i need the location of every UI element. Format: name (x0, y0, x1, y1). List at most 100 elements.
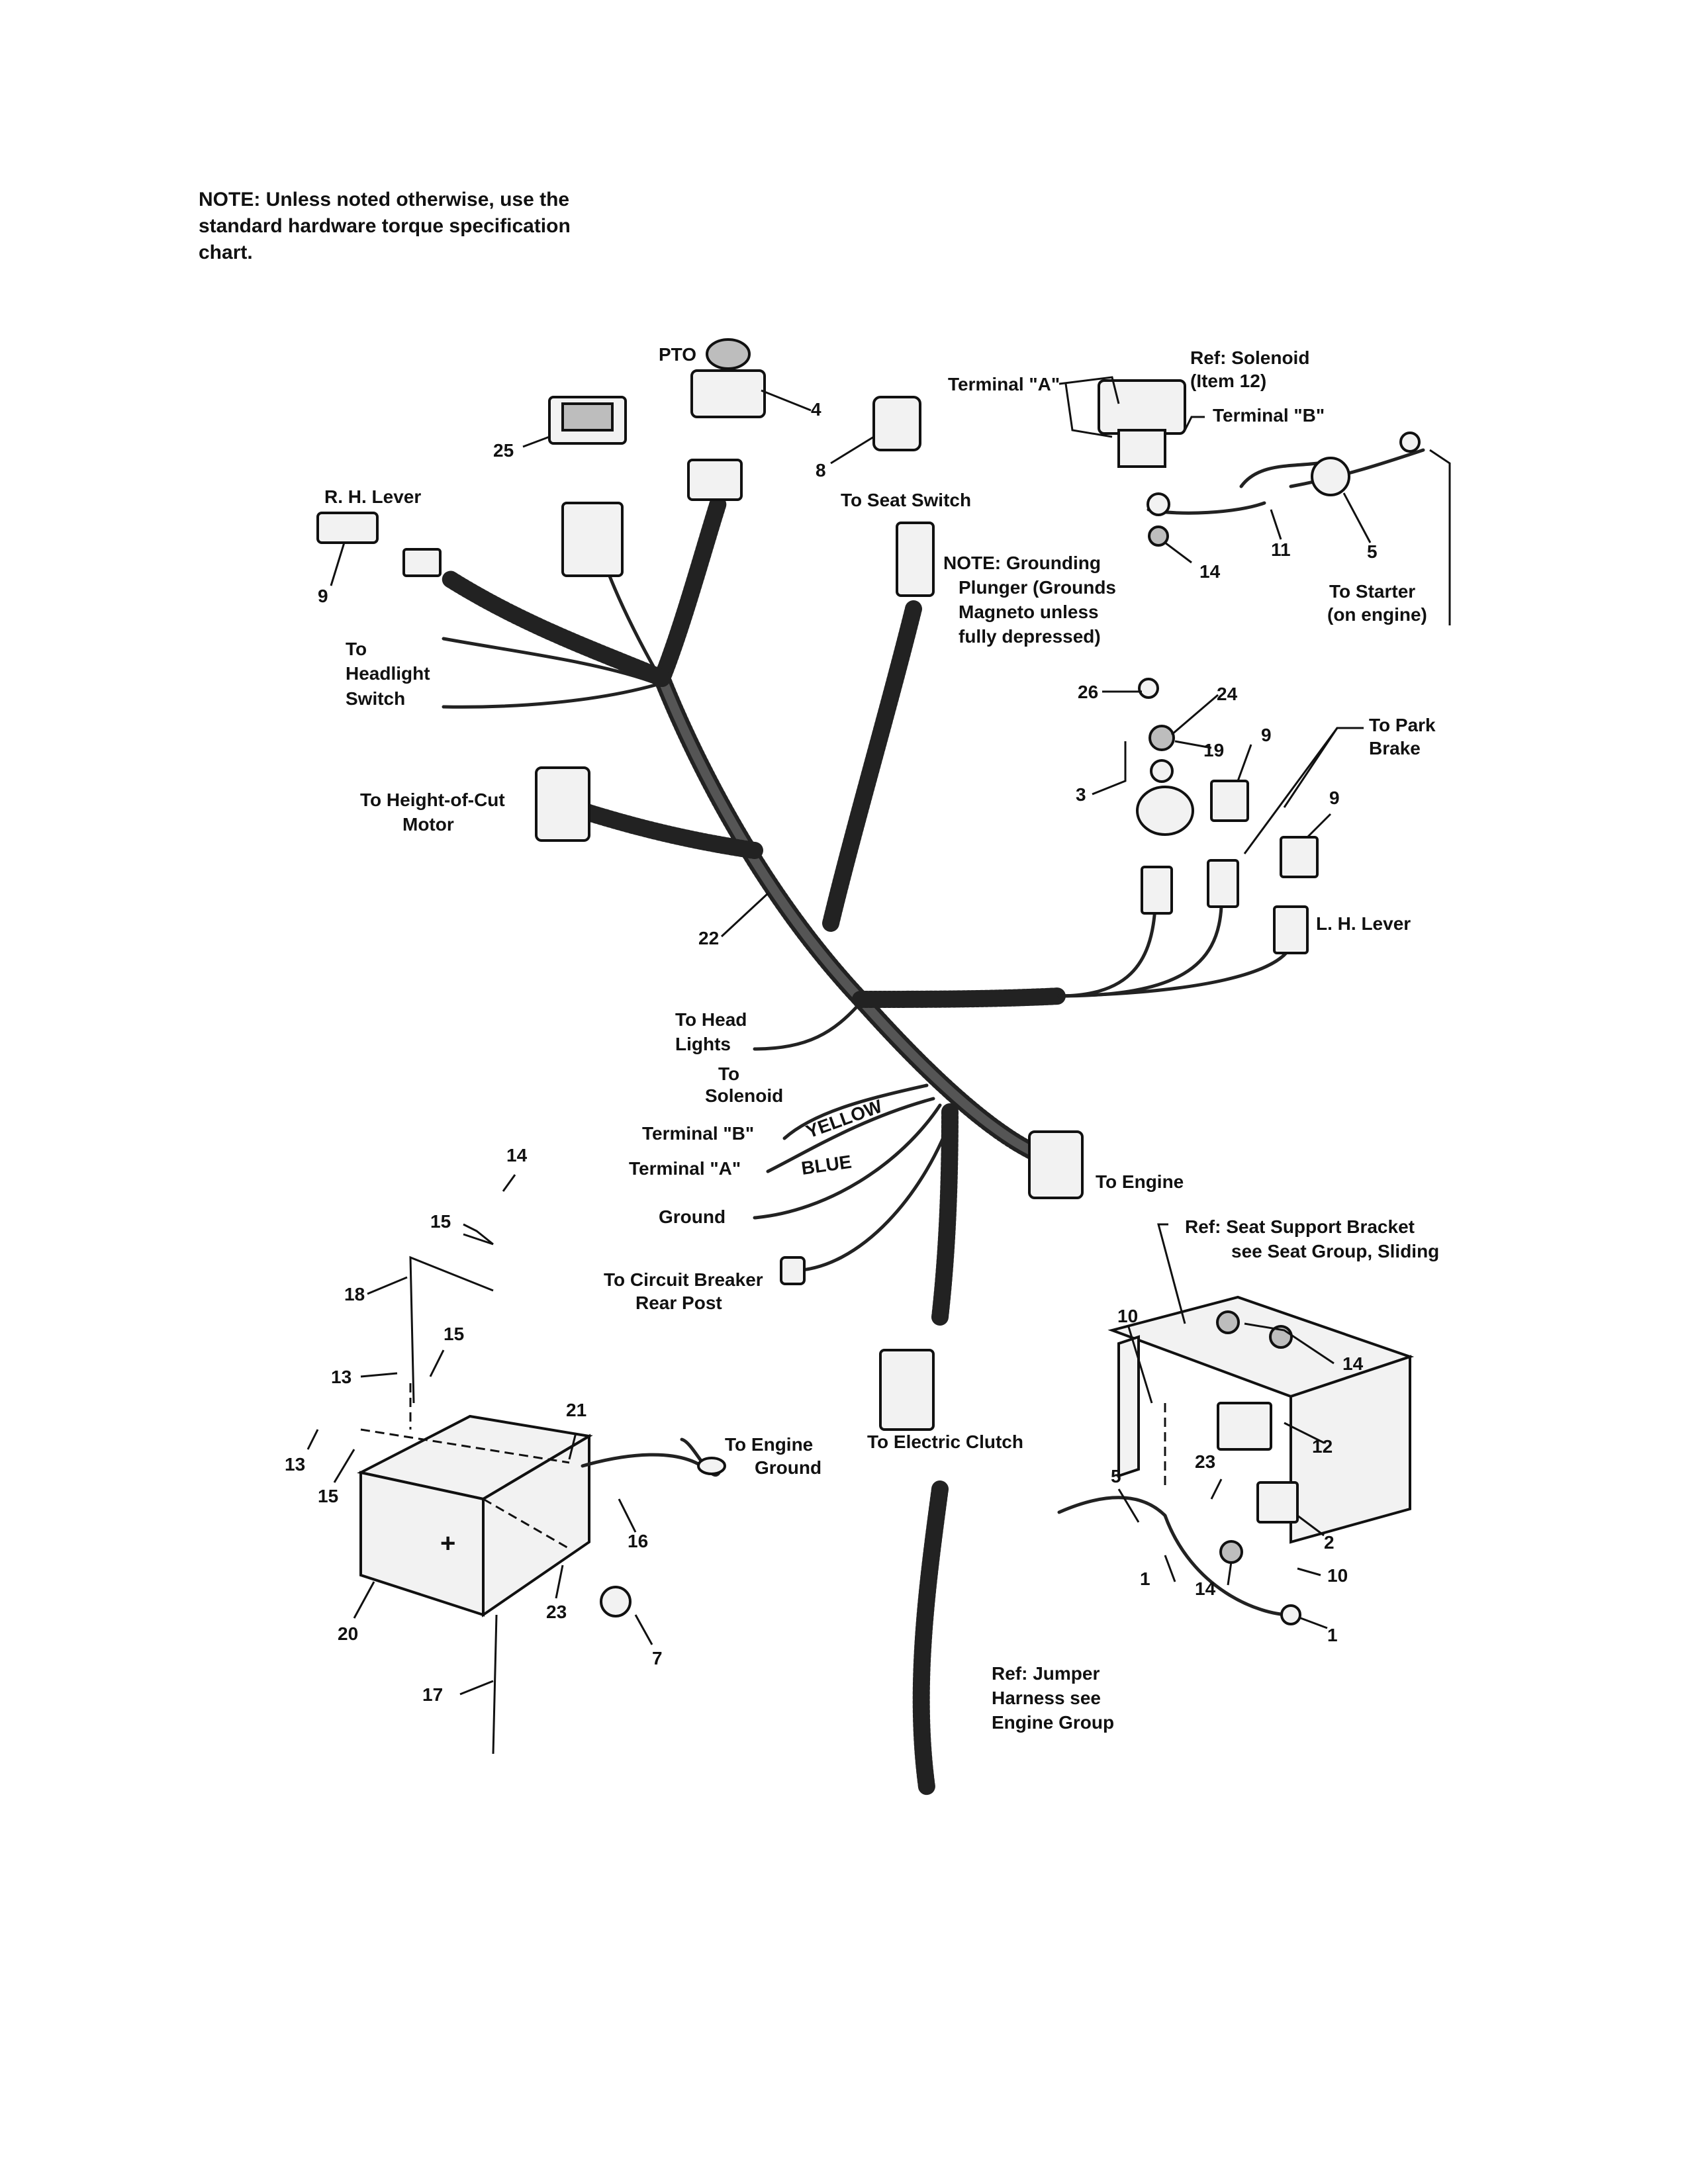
label-ref-solenoid-2: (Item 12) (1190, 371, 1266, 391)
callout-24: 24 (1217, 684, 1238, 704)
leader-lines (306, 376, 1451, 1696)
label-to-park-brake-2: Brake (1369, 738, 1421, 758)
label-pto: PTO (659, 344, 696, 365)
callout-10a: 10 (1117, 1306, 1138, 1326)
label-to-circuit-breaker-2: Rear Post (635, 1293, 722, 1313)
callout-25: 25 (493, 440, 514, 461)
label-terminal-a-low: Terminal "A" (629, 1158, 741, 1179)
note-text: NOTE: Unless noted otherwise, use the st… (199, 189, 571, 263)
label-blue: BLUE (800, 1152, 853, 1179)
callout-17: 17 (422, 1684, 443, 1705)
label-terminal-b-top: Terminal "B" (1213, 405, 1325, 426)
callout-11: 11 (1271, 539, 1291, 560)
callout-23b: 23 (1195, 1451, 1215, 1472)
callout-5a: 5 (1367, 541, 1378, 562)
callout-10b: 10 (1327, 1565, 1348, 1586)
harness-connector-left (561, 502, 624, 577)
battery: + (357, 1414, 593, 1617)
callout-13a: 13 (331, 1367, 352, 1387)
callout-2: 2 (1324, 1532, 1335, 1553)
label-to-engine: To Engine (1096, 1171, 1184, 1192)
label-to-engine-ground-1: To Engine (725, 1434, 813, 1455)
label-ref-jumper-3: Engine Group (992, 1712, 1114, 1733)
callout-21: 21 (566, 1400, 586, 1420)
label-to-hoc-1: To Height-of-Cut (360, 790, 505, 810)
label-to-engine-ground-2: Ground (755, 1457, 821, 1478)
callout-9b: 9 (1261, 725, 1272, 745)
engine-connector (1028, 1130, 1084, 1199)
callout-14d: 14 (1195, 1578, 1216, 1599)
callout-8: 8 (816, 460, 826, 480)
label-ref-seat-2: see Seat Group, Sliding (1231, 1241, 1439, 1261)
label-to-hoc-2: Motor (402, 814, 454, 835)
electric-clutch-connector (879, 1349, 935, 1431)
callout-15b: 15 (444, 1324, 464, 1344)
callout-13b: 13 (285, 1454, 305, 1475)
label-note-grounding-1: NOTE: Grounding (943, 553, 1101, 573)
label-lh-lever: L. H. Lever (1316, 913, 1411, 934)
label-to-head-lights-1: To Head (675, 1009, 747, 1030)
svg-text:+: + (440, 1529, 455, 1558)
callout-26: 26 (1078, 682, 1098, 702)
wires (442, 448, 1425, 1477)
park-brake-switch-1 (1210, 780, 1249, 822)
callout-4: 4 (811, 399, 821, 420)
callout-22: 22 (698, 928, 719, 948)
callout-9a: 9 (318, 586, 328, 606)
label-terminal-b-low: Terminal "B" (642, 1123, 754, 1144)
harness-connector-top (687, 459, 743, 501)
label-note-grounding-3: Magneto unless (959, 602, 1099, 622)
solenoid (1098, 379, 1186, 435)
callout-9c: 9 (1329, 788, 1340, 808)
labels: PTO Terminal "A" Ref: Solenoid (Item 12)… (324, 344, 1439, 1733)
callout-14b: 14 (506, 1145, 528, 1165)
pto-switch (690, 369, 766, 418)
callout-16: 16 (628, 1531, 648, 1551)
callout-12: 12 (1312, 1436, 1333, 1457)
label-to-solenoid-2: Solenoid (705, 1085, 783, 1106)
label-to-solenoid-1: To (718, 1064, 739, 1084)
callout-7: 7 (652, 1648, 663, 1668)
label-ref-solenoid-1: Ref: Solenoid (1190, 347, 1309, 368)
label-to-seat-switch: To Seat Switch (841, 490, 971, 510)
label-to-starter-2: (on engine) (1327, 604, 1427, 625)
label-ref-jumper-2: Harness see (992, 1688, 1101, 1708)
solenoid-bracket-mounted (1217, 1402, 1272, 1451)
callout-15c: 15 (318, 1486, 338, 1506)
label-yellow: YELLOW (803, 1095, 885, 1142)
callout-3: 3 (1076, 784, 1086, 805)
height-of-cut-connector (535, 766, 590, 842)
label-rh-lever: R. H. Lever (324, 486, 421, 507)
seat-support-bracket (1107, 1295, 1415, 1564)
callout-1a: 1 (1140, 1569, 1150, 1589)
label-note-grounding-2: Plunger (Grounds (959, 577, 1116, 598)
callout-23a: 23 (546, 1602, 567, 1622)
label-note-grounding-4: fully depressed) (959, 626, 1101, 647)
label-to-headlight-3: Switch (346, 688, 405, 709)
label-ref-seat-1: Ref: Seat Support Bracket (1185, 1216, 1415, 1237)
callout-5b: 5 (1111, 1466, 1121, 1486)
ignition-switch (1136, 786, 1194, 836)
park-brake-switch-2 (1280, 836, 1319, 878)
parts: + (316, 338, 1421, 1796)
label-ground: Ground (659, 1206, 726, 1227)
label-to-circuit-breaker-1: To Circuit Breaker (604, 1269, 763, 1290)
callout-numbers: 4 25 8 9 11 5 14 26 24 19 3 9 9 22 14 15… (285, 399, 1378, 1705)
label-terminal-a-top: Terminal "A" (948, 374, 1060, 394)
callout-1b: 1 (1327, 1625, 1338, 1645)
label-to-headlight-1: To (346, 639, 367, 659)
callout-14a: 14 (1199, 561, 1221, 582)
main-harness (442, 494, 1068, 1326)
callout-14c: 14 (1342, 1353, 1364, 1374)
label-to-park-brake-1: To Park (1369, 715, 1436, 735)
label-to-head-lights-2: Lights (675, 1034, 731, 1054)
label-to-headlight-2: Headlight (346, 663, 430, 684)
rh-lever-switch (316, 512, 379, 544)
callout-18: 18 (344, 1284, 365, 1304)
callout-19: 19 (1203, 740, 1224, 760)
seat-switch (872, 396, 921, 451)
callout-15a: 15 (430, 1211, 451, 1232)
grounding-plunger-connector (896, 522, 935, 597)
label-ref-jumper-1: Ref: Jumper (992, 1663, 1100, 1684)
